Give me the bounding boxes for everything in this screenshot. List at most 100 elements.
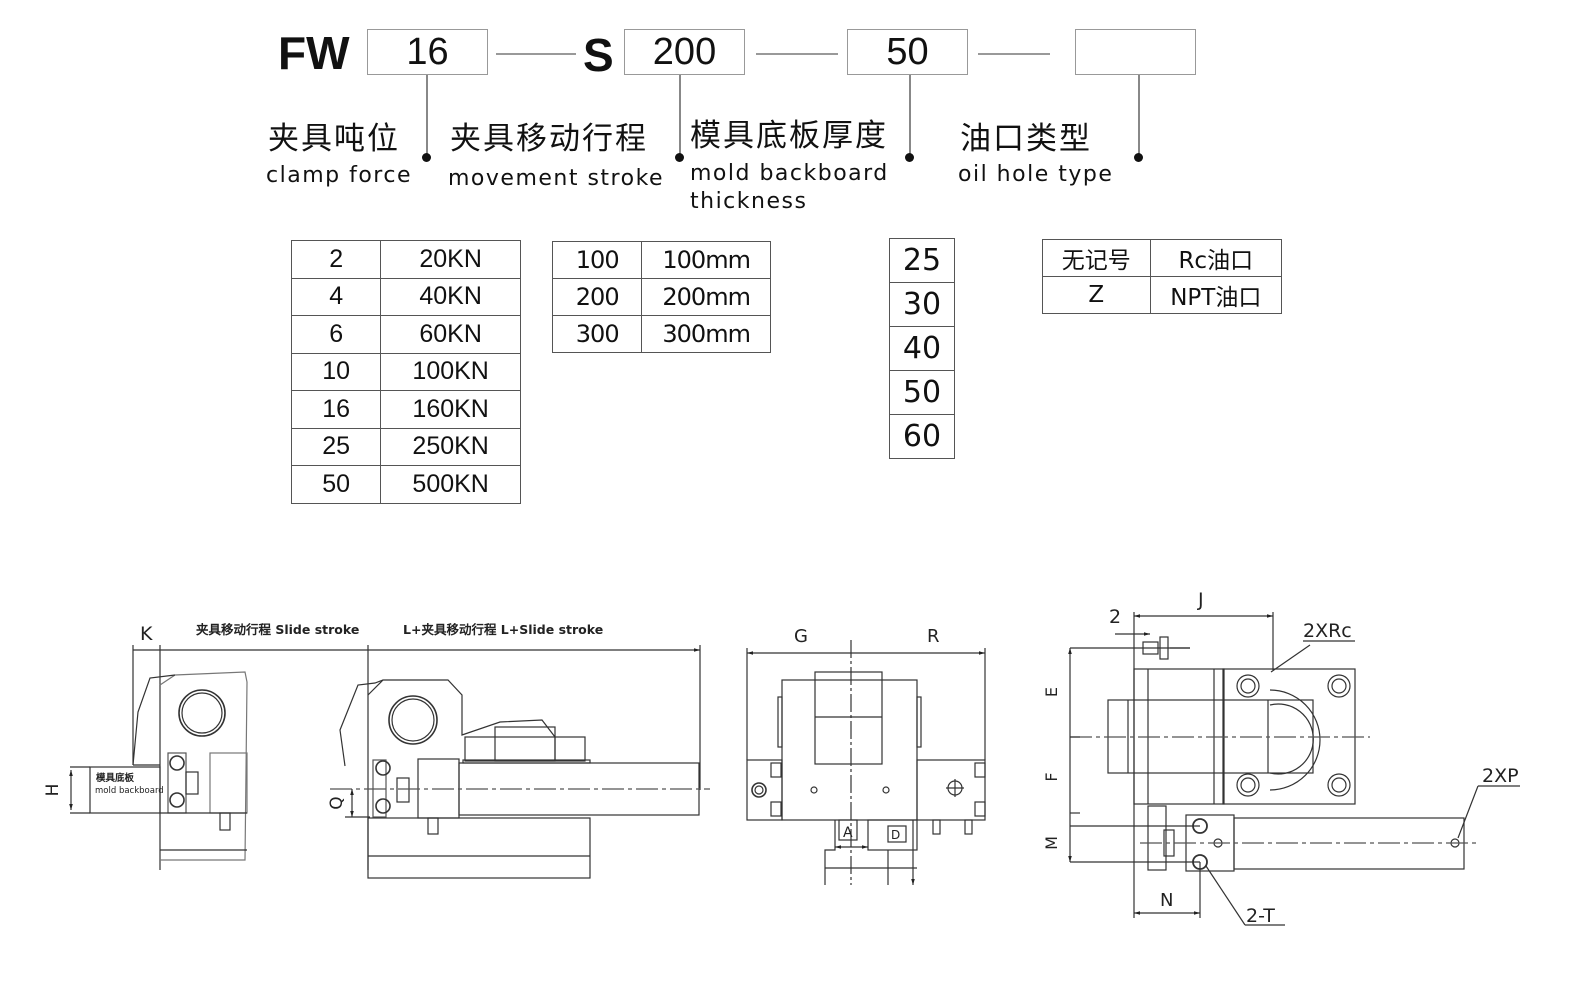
dim-label-n: N (1160, 890, 1173, 911)
field-label-stroke-cn: 夹具移动行程 (450, 121, 648, 157)
field-label-stroke-en: movement stroke (448, 166, 665, 191)
dim-label-2: 2 (1109, 606, 1121, 628)
value-cell: 250KN (380, 427, 521, 466)
thickness-cell: 40 (889, 326, 955, 371)
code-cell: 16 (290, 390, 382, 429)
table-row: 60 (889, 414, 955, 459)
thickness-cell: 60 (889, 414, 955, 459)
separator-dash (496, 53, 576, 55)
side-block (916, 759, 986, 821)
code-cell: 300 (551, 315, 643, 353)
side-block (746, 759, 783, 821)
cylinder-circle (388, 695, 438, 745)
value-cell: 100mm (641, 241, 771, 279)
leader-dot (905, 153, 914, 162)
field-label-thickness-en-line2: thickness (690, 189, 808, 214)
l-slide-stroke-label: L+夹具移动行程 L+Slide stroke (403, 622, 603, 637)
oil-hole-code-box (1075, 29, 1196, 75)
bolt-icon (751, 782, 767, 798)
thickness-cell: 25 (889, 238, 955, 283)
code-cell: 100 (551, 241, 643, 279)
dimension-box-a (838, 819, 858, 841)
leader-dot (1134, 153, 1143, 162)
callout-2t: 2-T (1246, 905, 1275, 927)
callout-leader (1270, 644, 1311, 673)
clamp-force-code-box: 16 (367, 29, 488, 75)
bolt-icon (169, 755, 185, 771)
value-cell: 500KN (380, 465, 521, 504)
value-cell: 160KN (380, 390, 521, 429)
leader-dot (675, 153, 684, 162)
dimension-box-d (887, 825, 907, 843)
value-cell: 200mm (641, 278, 771, 316)
value-cell: Rc油口 (1149, 239, 1283, 277)
value-cell: 20KN (380, 240, 521, 279)
dim-label-e: E (1042, 687, 1061, 697)
hole-icon (810, 786, 818, 794)
leader-dot (422, 153, 431, 162)
value-cell: 60KN (380, 315, 521, 354)
field-label-oil-hole-en: oil hole type (958, 162, 1114, 187)
value-cell: 300mm (641, 315, 771, 353)
stroke-code-box: 200 (624, 29, 745, 75)
top-view-right (1068, 612, 1520, 926)
bolt-icon (1236, 674, 1260, 698)
table-row: 40 (889, 326, 955, 371)
dim-label-q: Q (327, 796, 347, 809)
code-cell: 10 (290, 352, 382, 391)
bolt-icon (1236, 773, 1260, 797)
bolt-icon (1327, 674, 1351, 698)
hole-icon (882, 786, 890, 794)
field-label-oil-hole-cn: 油口类型 (960, 121, 1092, 157)
stroke-prefix: S (583, 29, 614, 81)
leader-line (909, 75, 911, 157)
callout-leader (1205, 865, 1246, 926)
mold-backboard (89, 766, 161, 814)
clamp-body-outline (159, 671, 248, 861)
code-cell: 6 (290, 315, 382, 354)
table-row: 25 (889, 238, 955, 283)
code-cell: 50 (290, 465, 382, 504)
front-view-middle (746, 640, 986, 885)
callout-2xp: 2XP (1482, 765, 1519, 787)
dim-label-g: G (794, 626, 808, 647)
code-cell: 25 (290, 427, 382, 466)
slide-stroke-label: 夹具移动行程 Slide stroke (196, 622, 359, 637)
mold-backboard-cn: 模具底板 (96, 772, 135, 784)
model-prefix: FW (278, 27, 350, 79)
code-cell: 2 (290, 240, 382, 279)
thickness-cell: 30 (889, 282, 955, 327)
side-view-left (69, 645, 710, 879)
dim-label-a: A (843, 825, 853, 841)
leader-line (1138, 75, 1140, 157)
clamp-jaw-outline (339, 679, 556, 767)
bolt-icon (1327, 773, 1351, 797)
dim-label-d: D (891, 828, 900, 842)
separator-dash (978, 53, 1050, 55)
leader-line (426, 75, 428, 157)
bolt-icon (375, 760, 391, 776)
dim-label-m: M (1042, 836, 1061, 850)
mold-backboard-en: mold backboard (95, 786, 164, 796)
separator-dash (756, 53, 838, 55)
bolt-icon (169, 792, 185, 808)
code-cell: 200 (551, 278, 643, 316)
value-cell: 100KN (380, 352, 521, 391)
code-cell: 4 (290, 277, 382, 316)
dim-label-k: K (140, 623, 153, 645)
field-label-thickness-cn: 模具底板厚度 (690, 118, 888, 154)
